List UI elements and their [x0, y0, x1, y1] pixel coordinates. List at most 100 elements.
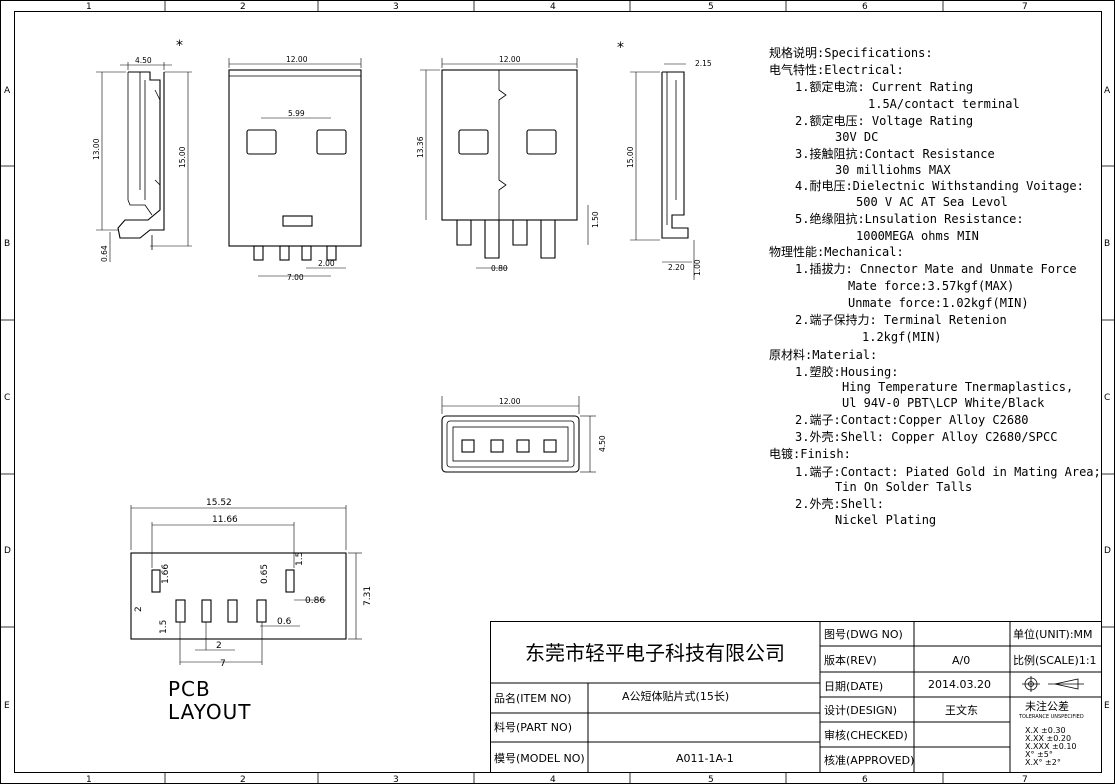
- specifications: 规格说明:Specifications: 电气特性:Electrical: 1.…: [769, 45, 1101, 527]
- dim-pcb-outer: 15.52: [206, 498, 232, 508]
- spec-line: Tin On Solder Talls: [835, 480, 972, 494]
- dim-pcb-offset: 0.86: [305, 596, 325, 606]
- col-label-6: 6: [862, 2, 868, 12]
- dim-pin-width: 0.80: [491, 264, 508, 273]
- dim-right-bottom-a: 2.20: [668, 263, 685, 272]
- dim-pcb-inner: 11.66: [212, 515, 238, 525]
- value-rev: A/0: [952, 654, 970, 667]
- dim-top-height: 13.36: [416, 136, 425, 158]
- col-label-1-bottom: 1: [86, 775, 92, 784]
- tolerance-row: X° ±5°: [1025, 750, 1053, 759]
- dim-top-width: 12.00: [499, 55, 521, 64]
- dim-pcb-height: 7.31: [363, 586, 373, 606]
- row-label-d: D: [4, 546, 11, 556]
- projection-symbol: [1022, 676, 1084, 692]
- dim-pad-small: 1.5: [159, 620, 169, 634]
- spec-line: 1.插拔力: Cnnector Mate and Unmate Force: [795, 261, 1077, 276]
- label-part-no: 料号(PART NO): [494, 720, 572, 734]
- spec-line: 3.接触阻抗:Contact Resistance: [795, 146, 995, 161]
- dim-end-width: 12.00: [499, 397, 521, 406]
- side-view-right: 2.15 * 15.00 2.20 1.00: [617, 40, 712, 280]
- star-right: *: [617, 40, 624, 56]
- label-rev: 版本(REV): [824, 653, 877, 667]
- label-model-no: 模号(MODEL NO): [494, 752, 585, 765]
- row-label-b-right: B: [1104, 239, 1110, 249]
- spec-line: 4.耐电压:Dielectnic Withstanding Voitage:: [795, 179, 1084, 193]
- front-view: 12.00 5.99 2.00 7.00: [228, 55, 362, 282]
- spec-line: 1.塑胶:Housing:: [795, 364, 898, 379]
- spec-line: 1000MEGA ohms MIN: [856, 229, 979, 243]
- dim-pad-height: 1.66: [161, 564, 171, 584]
- label-date: 日期(DATE): [824, 680, 883, 693]
- dim-side-height-a: 13.00: [92, 138, 101, 160]
- spec-line: Hing Temperature Tnermaplastics,: [842, 380, 1073, 394]
- spec-line: Nickel Plating: [835, 513, 936, 527]
- spec-line: 1.端子:Contact: Piated Gold in Mating Area…: [795, 465, 1101, 479]
- spec-line: Unmate force:1.02kgf(MIN): [848, 296, 1029, 310]
- col-label-4-bottom: 4: [550, 775, 556, 784]
- row-label-c-right: C: [1104, 393, 1110, 403]
- dim-right-top: 2.15: [695, 59, 712, 68]
- spec-line: 2.端子:Contact:Copper Alloy C2680: [795, 413, 1029, 427]
- spec-line: Ul 94V-0 PBT\LCP White/Black: [842, 396, 1045, 410]
- col-label-4: 4: [550, 2, 556, 12]
- dim-pcb-span: 7: [220, 659, 226, 669]
- dim-pad-a: 0.65: [260, 564, 270, 584]
- label-design: 设计(DESIGN): [824, 704, 897, 717]
- spec-line: Mate force:3.57kgf(MAX): [848, 279, 1014, 293]
- col-label-2-bottom: 2: [240, 775, 246, 784]
- spec-line: 2.额定电压: Voltage Rating: [795, 113, 973, 128]
- spec-line: 电镀:Finish:: [769, 447, 851, 461]
- dim-right-bottom-b: 1.00: [693, 259, 702, 276]
- tolerance-row: X.X° ±2°: [1025, 758, 1061, 767]
- top-view: 12.00 13.36 0.80 1.50: [416, 55, 600, 273]
- col-label-7: 7: [1022, 2, 1028, 12]
- spec-line: 1.额定电流: Current Rating: [795, 79, 973, 94]
- spec-line: 1.5A/contact terminal: [868, 97, 1020, 111]
- spec-line: 规格说明:Specifications:: [769, 45, 933, 60]
- col-label-7-bottom: 7: [1022, 775, 1028, 784]
- row-label-d-right: D: [1104, 546, 1111, 556]
- star-left: *: [176, 38, 183, 54]
- spec-line: 5.绝缘阻抗:Lnsulation Resistance:: [795, 211, 1024, 226]
- dim-end-height: 4.50: [598, 435, 607, 452]
- dim-front-width: 12.00: [286, 55, 308, 64]
- col-label-5-bottom: 5: [708, 775, 714, 784]
- value-model: A011-1A-1: [676, 752, 734, 765]
- spec-line: 电气特性:Electrical:: [769, 62, 904, 77]
- spec-line: 30 milliohms MAX: [835, 163, 951, 177]
- dim-side-width: 4.50: [135, 56, 152, 65]
- tolerance-row: X.XX ±0.20: [1025, 734, 1071, 743]
- dim-top-right: 1.50: [591, 211, 600, 228]
- label-dwg-no: 图号(DWG NO): [824, 628, 903, 641]
- spec-line: 原材料:Material:: [769, 348, 877, 362]
- dim-right-height: 15.00: [626, 146, 635, 168]
- pcb-label-line2: LAYOUT: [168, 700, 251, 724]
- col-label-3-bottom: 3: [393, 775, 399, 784]
- dim-side-bottom: 0.64: [100, 245, 109, 262]
- col-label-3: 3: [393, 2, 399, 12]
- end-view: 12.00 4.50: [441, 396, 607, 473]
- row-label-a: A: [4, 86, 11, 96]
- zone-labels: 1 2 3 4 5 6 7 1 2 3 4 5 6 7 A B C D E A …: [4, 2, 1111, 784]
- spec-line: 3.外壳:Shell: Copper Alloy C2680/SPCC: [795, 430, 1057, 444]
- dim-side-height-b: 15.00: [178, 146, 187, 168]
- row-label-b: B: [4, 239, 10, 249]
- spec-line: 1.2kgf(MIN): [862, 330, 941, 344]
- dim-pad-b: 1.5: [295, 552, 305, 566]
- row-label-c: C: [4, 393, 10, 403]
- spec-line: 2.外壳:Shell:: [795, 497, 884, 511]
- label-item-no: 品名(ITEM NO): [494, 691, 571, 705]
- label-unit: 单位(UNIT):MM: [1013, 627, 1093, 641]
- dim-pcb-pitch: 2: [216, 641, 222, 651]
- spec-line: 30V DC: [835, 130, 878, 144]
- spec-line: 2.端子保持力: Terminal Retenion: [795, 312, 1007, 327]
- label-scale: 比例(SCALE)1:1: [1013, 653, 1097, 667]
- value-date: 2014.03.20: [928, 678, 991, 691]
- label-approved: 核准(APPROVED): [824, 753, 914, 767]
- dim-front-pitch: 2.00: [318, 259, 335, 268]
- row-label-e-right: E: [1104, 701, 1110, 711]
